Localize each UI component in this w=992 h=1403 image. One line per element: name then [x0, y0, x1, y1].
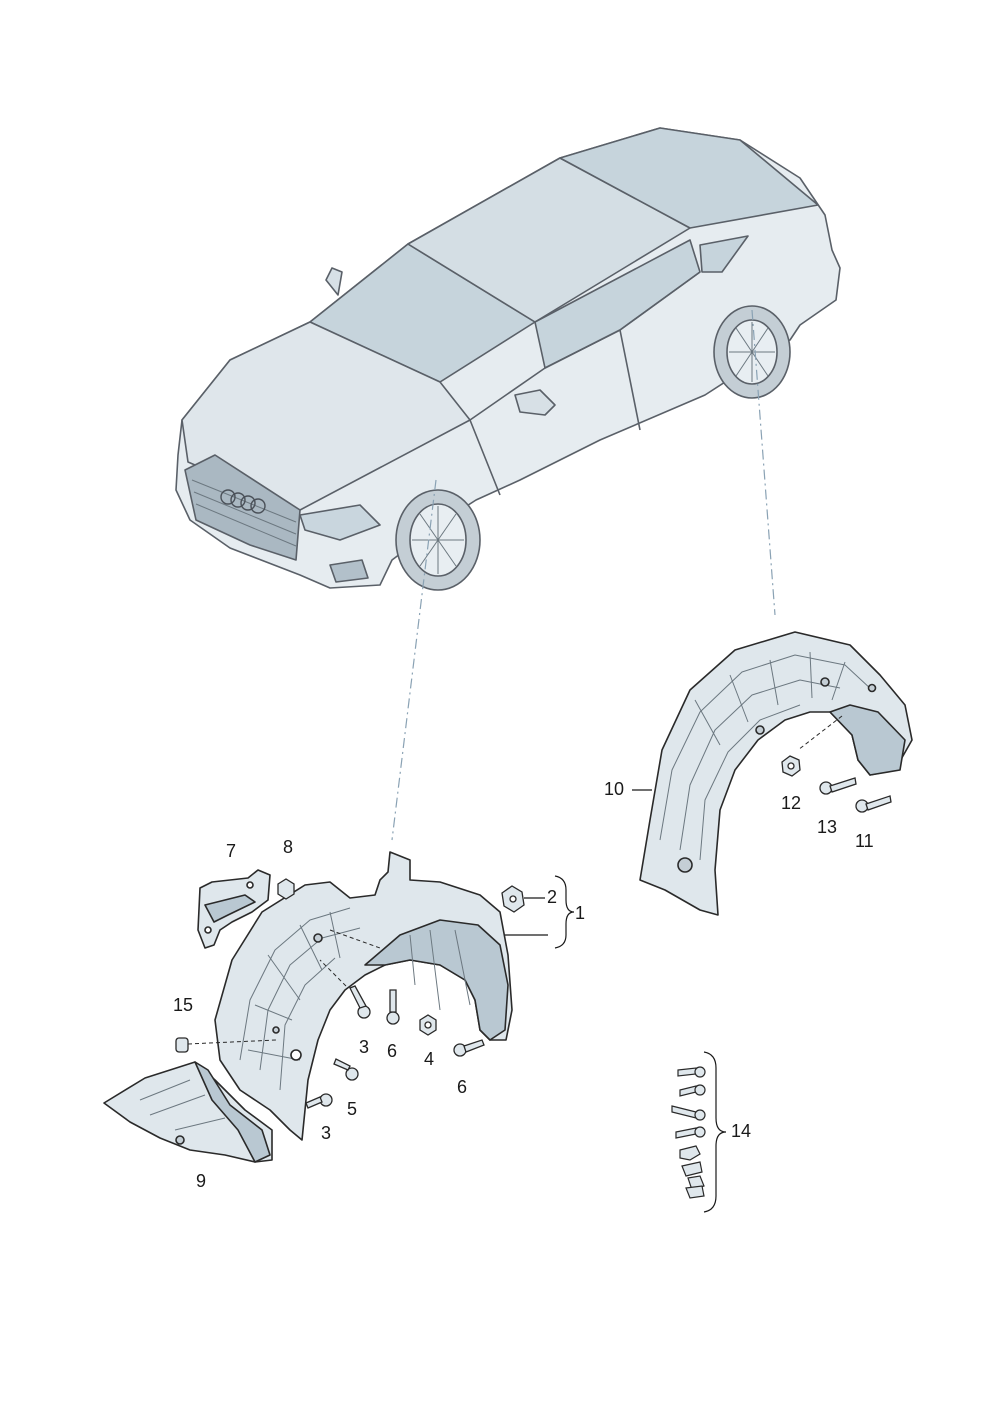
callout-leaders [505, 789, 727, 1213]
callout-13: 13 [817, 817, 838, 837]
callout-10: 10 [604, 779, 625, 799]
screw-5 [333, 1058, 359, 1081]
callout-3-lower: 3 [321, 1123, 332, 1143]
set-14-clip-1 [679, 1145, 701, 1161]
dash-3-to-liner [319, 959, 347, 987]
screw-3-upper [349, 985, 371, 1019]
dash-15-to-liner [187, 1039, 277, 1045]
bracket-7 [197, 869, 271, 949]
set-14-clip-2 [681, 1161, 703, 1177]
underbody-cover-9 [103, 1061, 273, 1163]
car-rear-wheel [713, 305, 791, 399]
callout-9: 9 [196, 1171, 207, 1191]
callout-1: 1 [575, 903, 586, 923]
set-14-screw-1 [677, 1066, 706, 1078]
set-14-screw-3 [671, 1105, 706, 1121]
callout-11: 11 [855, 831, 874, 851]
callout-4: 4 [424, 1049, 435, 1069]
nut-4 [419, 1014, 437, 1036]
car-headlight [299, 504, 381, 541]
liner-10-dash-to-12 [797, 715, 843, 751]
set-14-screw-2 [679, 1084, 706, 1097]
set-14-clip-4 [685, 1185, 705, 1199]
leader-front-wheel [391, 479, 437, 841]
car-door-line [469, 271, 701, 496]
nut-12 [781, 755, 801, 777]
dash-liner-top [329, 929, 381, 949]
callout-7: 7 [226, 841, 237, 861]
fastener-set-14 [671, 1066, 706, 1199]
set-14-screw-4 [675, 1126, 706, 1139]
car-side-window-rear [699, 235, 749, 273]
callout-6-lower: 6 [457, 1077, 468, 1097]
callout-3-upper: 3 [359, 1037, 370, 1057]
brace-14 [703, 1051, 727, 1213]
car-logo [220, 489, 266, 514]
callout-14: 14 [731, 1121, 752, 1141]
callout-12: 12 [781, 793, 802, 813]
leader-rear-wheel [751, 309, 776, 616]
nut-8 [277, 878, 295, 900]
car-foglight [329, 559, 369, 583]
clip-2 [501, 885, 525, 913]
screw-6-lower [453, 1039, 485, 1057]
screw-3-lower [305, 1093, 333, 1109]
car-front-wheel [395, 489, 481, 591]
screw-11 [855, 795, 892, 813]
rear-wheel-arch-liner [639, 631, 913, 916]
car-antenna [325, 267, 343, 296]
front-wheel-arch-liner [214, 851, 513, 1141]
callout-5: 5 [347, 1099, 358, 1119]
screw-13 [819, 777, 857, 795]
callout-8: 8 [283, 837, 294, 857]
brace-1 [554, 875, 575, 949]
callout-2: 2 [547, 887, 558, 907]
car-grille-slats [191, 479, 297, 547]
car-rear-glass [559, 127, 819, 229]
car-mirror [514, 389, 556, 416]
car-illustration [175, 127, 841, 591]
callout-15: 15 [173, 995, 194, 1015]
callout-6-upper: 6 [387, 1041, 398, 1061]
screw-6-upper [386, 989, 400, 1025]
leader-lines [391, 309, 776, 841]
expansion-nut-15 [175, 1037, 189, 1053]
